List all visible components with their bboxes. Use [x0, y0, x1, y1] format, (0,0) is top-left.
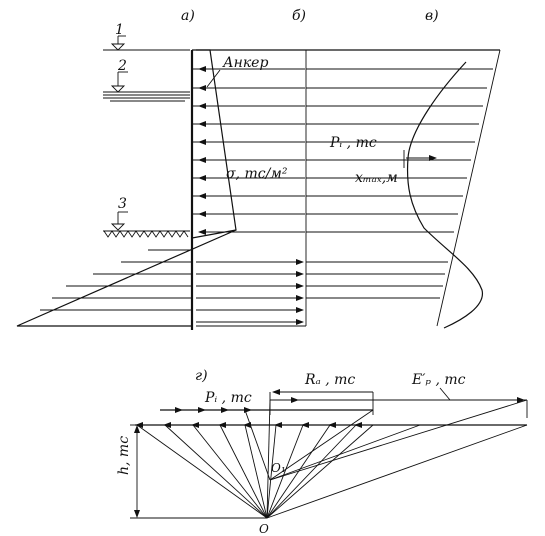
- panel-label-a: а): [181, 8, 195, 24]
- level-mark-3-label: 3: [118, 196, 127, 212]
- pi-label-v: Pᵢ , тс: [329, 135, 377, 151]
- force-arrows-b: [196, 49, 500, 327]
- force-polygon-g: [135, 389, 528, 428]
- polygon-rays: [136, 399, 528, 519]
- h-label: h, тс: [116, 436, 132, 475]
- ep-leader: [439, 387, 451, 401]
- anchor-leader: [206, 69, 221, 88]
- level-mark-2: 2: [110, 58, 128, 93]
- panel-label-v: в): [425, 8, 439, 24]
- level-mark-2-label: 2: [117, 58, 127, 74]
- ep-label: E′ₚ , тс: [411, 372, 466, 388]
- o-label: O: [259, 522, 269, 536]
- seabed-hatching: [103, 230, 190, 238]
- level-mark-3: 3: [110, 196, 128, 231]
- panel-label-b: б): [292, 8, 306, 24]
- passive-pressure-diagram: [16, 229, 237, 327]
- anchor-label: Анкер: [222, 55, 268, 71]
- panel-label-g: г): [195, 368, 208, 384]
- deflection-curve: [403, 61, 483, 329]
- level-mark-1-label: 1: [115, 22, 124, 38]
- height-dimension: [130, 424, 267, 519]
- water-surface: [103, 91, 190, 102]
- force-polygon-v: [306, 49, 501, 327]
- pi-label-g: Pᵢ , тс: [204, 390, 252, 406]
- xmax-label: xₘₐₓ,м: [355, 170, 398, 186]
- level-mark-1: 1: [103, 22, 190, 51]
- pressure-label: σ, тс/м²: [226, 166, 288, 182]
- o1-label: O₁: [271, 461, 286, 475]
- ra-label: Rₐ , тс: [304, 372, 355, 388]
